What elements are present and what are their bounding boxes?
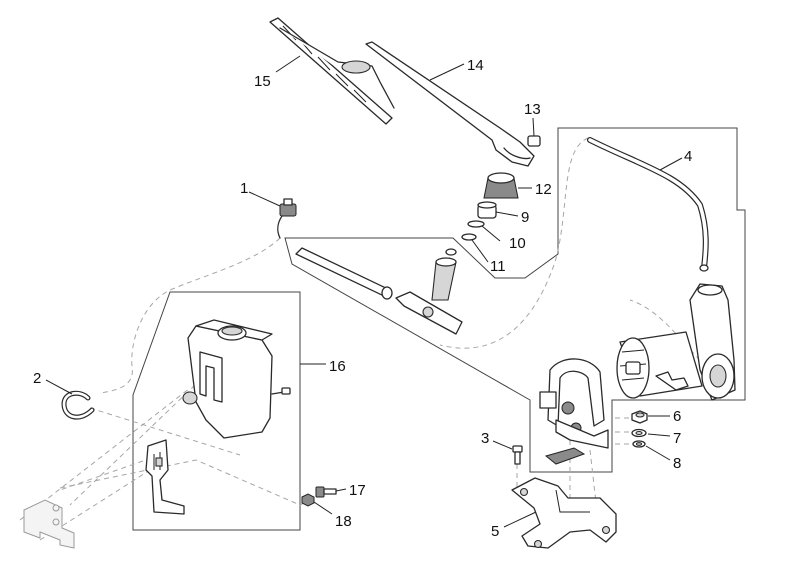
bushing [477,201,497,219]
bracket-guide [59,454,161,491]
cap-nut [527,135,541,147]
callout-4: 4 [684,148,692,165]
washer-hose-route [99,237,281,394]
hose-clip-inner [62,391,94,419]
leader-lines [45,55,683,528]
callout-8: 8 [673,455,681,472]
spring-washer-7 [631,428,647,438]
motor-link-route [629,299,701,361]
wiper-motor [616,283,736,401]
washer-reservoir [182,319,291,439]
reservoir-guide-d [59,459,321,506]
bolt [512,445,523,465]
wiper-arm [365,41,535,167]
callout-5: 5 [491,523,499,540]
washer-reservoir-frame [132,291,301,531]
screw-17 [315,486,337,498]
wiper-linkage [295,247,463,335]
reservoir-guide-e [69,384,196,506]
callout-11: 11 [490,258,506,275]
washer-hose [587,137,709,272]
wiper-blade [269,17,395,125]
callout-10: 10 [509,235,526,252]
reservoir-bracket [145,439,185,515]
callout-labels: 1 2 3 4 5 6 7 8 9 10 11 12 13 14 15 16 1… [33,57,692,540]
base-bracket [511,477,617,549]
callout-3: 3 [481,430,489,447]
nut-18 [301,493,315,507]
ghost-mounting-bracket [23,499,75,549]
callout-9: 9 [521,209,529,226]
callout-12: 12 [535,181,552,198]
callout-16: 16 [329,358,346,375]
callout-13: 13 [524,101,541,118]
reservoir-guide-a [89,407,241,456]
callout-14: 14 [467,57,484,74]
spring-washer [467,220,485,228]
motor-mounting-bracket [539,358,609,465]
flat-washer [461,233,477,241]
callout-6: 6 [673,408,681,425]
hex-nut [631,410,648,424]
callout-7: 7 [673,430,681,447]
callout-2: 2 [33,370,41,387]
rubber-boot [483,172,519,199]
washer-pump-connector [277,198,297,239]
washer-hose-to-motor [439,137,589,349]
callout-15: 15 [254,73,271,90]
callout-18: 18 [335,513,352,530]
callout-1: 1 [240,180,248,197]
flat-washer-8 [632,440,646,448]
wiper-assembly-frame [284,127,746,473]
callout-17: 17 [349,482,366,499]
